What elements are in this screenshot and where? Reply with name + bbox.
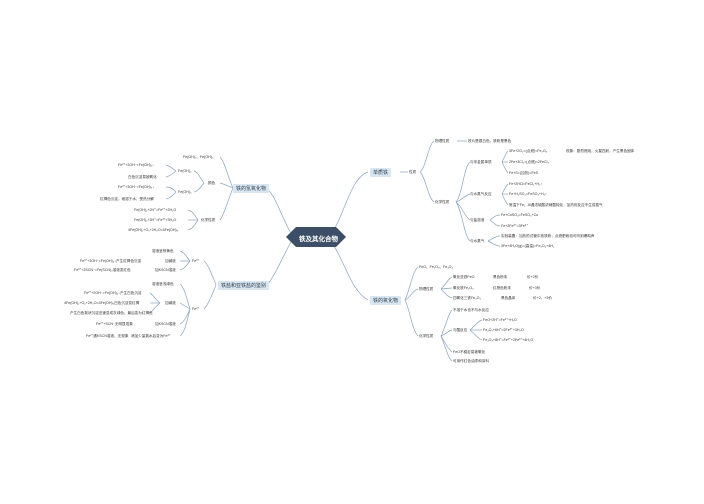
node-ox-c0: 不溶于水也不与水反应	[453, 308, 489, 312]
node-hx-ch3: 4Fe(OH)₂+O₂+2H₂O=4Fe(OH)₃	[128, 228, 179, 232]
branch-ions: 铁盐和亚铁盐的鉴别	[218, 281, 270, 290]
center-node: 铁及其化合物	[299, 236, 338, 243]
node-nonmetal-1: 3Fe+2O₂=(点燃)=Fe₃O₄	[509, 149, 548, 153]
node-phys: 物理性质	[435, 139, 450, 143]
node-ox-a2: Fe₂O₃+6H⁺=2Fe³⁺+3H₂O	[483, 328, 524, 332]
node-hx-chem: 化学性质	[201, 218, 216, 222]
node-nonmetal-3: Fe+S=(加热)=FeS	[509, 171, 539, 175]
node-ox-p1-color: 黑色粉末	[493, 275, 508, 279]
node-nonmetal: 与非金属单质	[470, 160, 492, 164]
node-hx-c4: 红褐色沉淀，难溶于水，受热分解	[100, 197, 154, 201]
node-salt-1: Fe+CuSO₄=FeSO₄+Cu	[501, 213, 539, 217]
node-hx-c1-d: Fe²⁺+2OH⁻=Fe(OH)₂↓	[118, 163, 154, 167]
node-fe2-1: Fe²⁺+2OH⁻=Fe(OH)₂↓产生白色沉淀	[84, 291, 142, 295]
node-ox-a3: Fe₃O₄+8H⁺=Fe²⁺+2Fe³⁺+4H₂O	[483, 338, 534, 342]
node-fe3-1-tag: 加碱液	[165, 259, 176, 263]
node-fe3-2: Fe³⁺+3SCN⁻=Fe(SCN)₃溶液变红色	[74, 268, 131, 272]
node-oxides-list: FeO、Fe₂O₃、Fe₃O₄	[419, 265, 453, 269]
node-fe2-2: 4Fe(OH)₂+O₂+2H₂O=4Fe(OH)₃白色沉淀变红褐	[64, 301, 140, 305]
node-fe2-3: 产生白色絮状沉淀迅速变成灰绿色，最后变为红褐色	[70, 311, 153, 315]
node-ox-chem: 化学性质	[419, 334, 434, 338]
node-hx-fe3: Fe(OH)₃	[199, 155, 214, 159]
node-phys-desc: 铁片是银白色，铁粉是黑色	[468, 139, 512, 143]
node-steam: 与水蒸气	[470, 239, 485, 243]
node-hx-c3-d: Fe³⁺+3OH⁻=Fe(OH)₃↓	[118, 185, 155, 189]
node-ox-p1: 氧化亚铁FeO	[453, 275, 475, 279]
node-water-1: Fe+2HCl=FeCl₂+H₂↑	[509, 182, 543, 186]
node-fe3: Fe³⁺	[192, 259, 200, 263]
node-steam-1: 实验装置：加热的试管中放铁粉，点燃肥皂泡可听到爆鸣声	[501, 234, 595, 238]
branch-oxides: 铁的氧化物	[370, 296, 402, 305]
center-node-shape	[286, 227, 346, 247]
node-water: 与水蒸气反应	[470, 192, 492, 196]
node-salt: 与盐溶液	[470, 218, 485, 222]
node-fe2-tag: 加碱液	[165, 301, 176, 305]
node-hx-fe2: Fe(OH)₂	[183, 155, 197, 159]
node-water-2: Fe+H₂SO₄=FeSO₄+H₂↑	[509, 192, 547, 196]
node-nonmetal-2: 2Fe+3Cl₂=(点燃)=2FeCl₃	[509, 160, 549, 164]
node-hx-c2: 白色沉淀易被氧化	[128, 175, 157, 179]
node-hx-c1: Fe(OH)₂	[178, 169, 192, 173]
node-hx-color: 颜色	[208, 181, 216, 185]
node-iron-props: 性质	[409, 170, 417, 174]
node-ox-p1-valence: 价+2价	[527, 275, 539, 279]
node-ox-p3-color: 黑色晶体	[501, 296, 516, 300]
node-fe2-5: Fe²⁺遇KSCN溶液，无现象	[86, 334, 129, 338]
node-fe3-1: Fe³⁺+3OH⁻=Fe(OH)₃↓产生红褐色沉淀	[80, 259, 142, 263]
node-ox-p3: 四氧化三铁Fe₃O₄	[453, 296, 481, 300]
node-ox-acid: 与酸反应	[453, 328, 468, 332]
node-ox-c2: FeO不稳定易被氧化	[453, 350, 486, 354]
node-fe2-5-tag: 滴加少量氯水后变为Fe³⁺	[131, 334, 171, 338]
node-fe2-4: Fe²⁺+SCN⁻无明显现象	[96, 322, 133, 326]
node-nonmetal-1-note: 现象：剧烈燃烧，火星四射，产生黑色固体	[566, 149, 635, 153]
node-ox-p2: 氧化铁Fe₂O₃	[453, 286, 474, 290]
node-water-3: 常温下Fe、Al遇浓硫酸浓硝酸钝化，加热则反应不生成氢气	[509, 203, 603, 207]
node-ox-phys: 物理性质	[419, 287, 434, 291]
node-ox-p2-valence: 价+3价	[529, 286, 541, 290]
node-hx-list: Fe(OH)₂、Fe(OH)₃	[183, 155, 214, 159]
node-fe3-2-tag: 加KSCN溶液	[155, 268, 176, 272]
branch-iron: 单质铁	[370, 168, 392, 177]
node-steam-2: 3Fe+4H₂O(g)=(高温)=Fe₃O₄+4H₂	[501, 244, 555, 248]
node-hx-ch1: Fe(OH)₂+2H⁺=Fe²⁺+2H₂O	[134, 208, 177, 212]
node-fe2-4-tag: 加KSCN溶液	[155, 322, 176, 326]
node-ox-p3-valence: 价+2、+3价	[533, 296, 552, 300]
node-fe2: Fe²⁺	[192, 307, 200, 311]
node-chem: 化学性质	[435, 200, 450, 204]
node-fe3-top: 溶液呈棕黄色	[152, 249, 174, 253]
node-ox-c3: 可用作红色油漆和涂料	[453, 359, 489, 363]
node-salt-2: Fe+2Fe³⁺=3Fe²⁺	[501, 224, 528, 228]
node-fe2-top: 溶液呈浅绿色	[152, 282, 174, 286]
node-ox-a1: FeO+2H⁺=Fe²⁺+H₂O	[483, 318, 517, 322]
branch-hydroxides: 铁的氢氧化物	[233, 184, 270, 193]
node-hx-ch2: Fe(OH)₃+3H⁺=Fe³⁺+3H₂O	[134, 218, 177, 222]
node-ox-p2-color: 红棕色粉末	[493, 286, 511, 290]
node-hx-c3: Fe(OH)₃	[178, 190, 192, 194]
